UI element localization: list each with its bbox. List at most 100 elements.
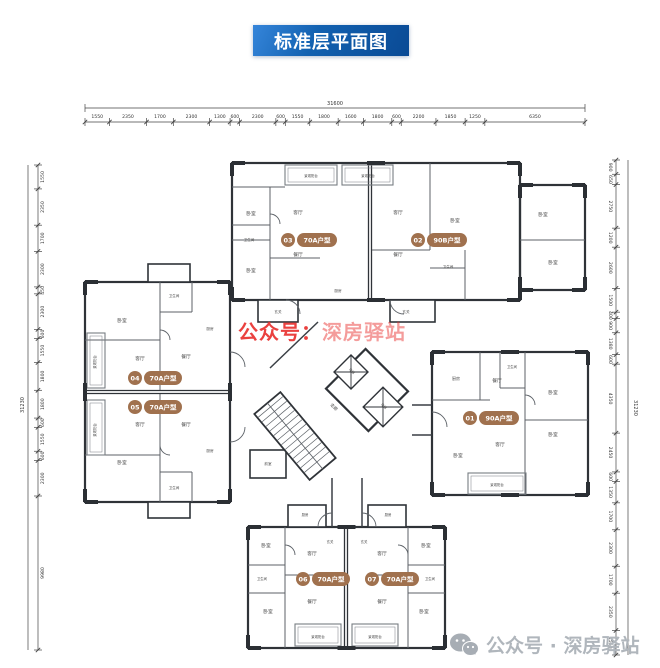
stair-tread bbox=[277, 419, 303, 441]
dim-slash bbox=[35, 457, 41, 464]
room-label-bedroom: 卧室 bbox=[548, 389, 558, 396]
dim-label: 400 bbox=[607, 311, 613, 320]
dim-label: 2600 bbox=[607, 262, 613, 274]
stair-tread bbox=[258, 396, 284, 418]
dim-label: 600 bbox=[276, 114, 285, 120]
stair-tread bbox=[304, 451, 330, 473]
unit-block-top bbox=[230, 161, 522, 302]
room-label-dining: 餐厅 bbox=[181, 353, 191, 360]
dim-label: 1200 bbox=[607, 232, 613, 244]
room-label-foyer: 玄关 bbox=[274, 309, 282, 314]
room-label-dining: 餐厅 bbox=[293, 251, 303, 258]
dim-label: 2300 bbox=[40, 306, 46, 318]
dim-slash bbox=[360, 119, 366, 125]
dim-label: 600 bbox=[40, 418, 46, 427]
dim-label: 600 bbox=[392, 114, 401, 120]
elevator-shaft-block bbox=[324, 347, 410, 433]
dim-label: 2300 bbox=[40, 472, 46, 484]
stair-tread bbox=[288, 433, 314, 455]
dim-slash bbox=[35, 326, 41, 332]
dim-label: 900 bbox=[607, 163, 613, 172]
dim-slash bbox=[35, 360, 41, 366]
dim-label: 600 bbox=[40, 330, 46, 339]
dim-label: 600 bbox=[607, 472, 613, 481]
dim-slash bbox=[335, 119, 341, 125]
dim-slash bbox=[613, 652, 619, 658]
dim-slash bbox=[462, 119, 468, 125]
dim-label: 2300 bbox=[252, 114, 264, 120]
room-label-dining: 餐厅 bbox=[377, 598, 387, 605]
room-label-corridor: 走廊 bbox=[329, 401, 340, 412]
stair-tread bbox=[292, 437, 318, 459]
room-label-kitchen: 厨房 bbox=[206, 326, 214, 331]
stair-tread bbox=[273, 414, 299, 436]
stair-tread bbox=[300, 446, 326, 469]
dim-label: 1700 bbox=[40, 232, 46, 244]
balconies bbox=[86, 164, 527, 647]
room-label-bedroom: 卧室 bbox=[453, 452, 463, 459]
dim-slash bbox=[35, 248, 41, 254]
dim-label: 2750 bbox=[607, 201, 613, 213]
room-label-foyer: 玄关 bbox=[361, 539, 368, 544]
room-label-kitchen: 厨房 bbox=[206, 448, 214, 453]
badge-pill bbox=[144, 400, 182, 414]
dim-slash bbox=[613, 627, 619, 633]
dim-label: 1700 bbox=[607, 510, 613, 522]
badge-number: 07 bbox=[367, 575, 376, 583]
room-label-elevator: 电梯 bbox=[380, 402, 389, 411]
core bbox=[253, 347, 410, 482]
stair-tread bbox=[261, 400, 287, 423]
dim-label: 4350 bbox=[607, 393, 613, 405]
dim-label: 600 bbox=[40, 451, 46, 460]
dim-label: 1550 bbox=[607, 637, 613, 649]
room-label-kitchen: 厨房 bbox=[334, 288, 342, 293]
dim-label: 1700 bbox=[607, 574, 613, 586]
dim-label: 2300 bbox=[40, 263, 46, 275]
room-label-living: 客厅 bbox=[135, 421, 145, 428]
badge-pill bbox=[144, 371, 182, 385]
dim-label: 1300 bbox=[214, 114, 226, 120]
room-label-dining: 餐厅 bbox=[181, 421, 191, 428]
badge-type: 90B户型 bbox=[434, 235, 461, 244]
dim-slash bbox=[282, 119, 288, 125]
dim-label: 1550 bbox=[91, 114, 103, 120]
badge-pill bbox=[297, 233, 337, 247]
dim-label: 2350 bbox=[122, 114, 134, 120]
dim-label: 1800 bbox=[40, 398, 46, 410]
dim-slash bbox=[237, 119, 243, 125]
room-label-balcony: 景观阳台 bbox=[368, 634, 382, 639]
stair-tread bbox=[265, 405, 291, 427]
stair-tread bbox=[296, 442, 322, 464]
elevator-1 bbox=[333, 354, 369, 390]
dim-label: 1550 bbox=[40, 433, 46, 445]
room-label-living: 客厅 bbox=[377, 550, 387, 557]
dim-label: 2300 bbox=[186, 114, 198, 120]
dim-slash bbox=[170, 119, 176, 125]
watermark-bottom-text: 公众号 · 深房驿站 bbox=[486, 635, 640, 657]
dim-slash bbox=[398, 119, 404, 125]
dim-slash bbox=[613, 309, 619, 315]
badge-type: 70A户型 bbox=[149, 402, 177, 411]
dim-label: 2450 bbox=[607, 447, 613, 459]
dim-slash bbox=[613, 361, 619, 367]
wall-appendages bbox=[147, 263, 436, 528]
dim-slash bbox=[613, 225, 619, 231]
party-walls bbox=[85, 163, 373, 648]
dim-slash bbox=[613, 500, 619, 506]
dim-slash bbox=[35, 291, 41, 297]
badge-number-circle bbox=[463, 411, 477, 425]
dim-label: 1800 bbox=[40, 370, 46, 382]
dim-slash bbox=[106, 119, 112, 125]
title-banner: 标准层平面图 bbox=[253, 25, 409, 56]
dim-slash bbox=[482, 119, 488, 125]
dim-label: 2350 bbox=[607, 606, 613, 618]
room-label-bath: 卫生间 bbox=[443, 264, 454, 269]
dim-label: 2200 bbox=[413, 114, 425, 120]
badge-number-circle bbox=[128, 371, 142, 385]
